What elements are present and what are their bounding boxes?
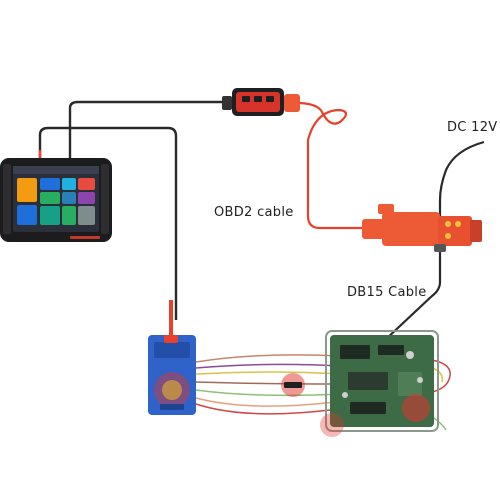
vci-box-icon [222,88,300,116]
ecu-board-icon [320,330,439,437]
db15-adapter-icon [362,204,482,252]
obd2-red-cable [299,101,362,230]
key-programmer-icon [148,335,196,415]
inline-chip-icon [281,373,305,397]
tablet-vci-cable [68,100,222,158]
obd2-cable-label: OBD2 cable [214,205,294,220]
dc-power-label: DC 12V [447,120,498,135]
tablet-programmer-cable [38,126,178,320]
db15-black-cable [384,250,442,341]
diagnostic-tablet-icon [0,158,112,242]
jumper-wires [195,354,341,415]
db15-cable-label: DB15 Cable [347,285,427,300]
dc-power-cable [438,140,485,218]
